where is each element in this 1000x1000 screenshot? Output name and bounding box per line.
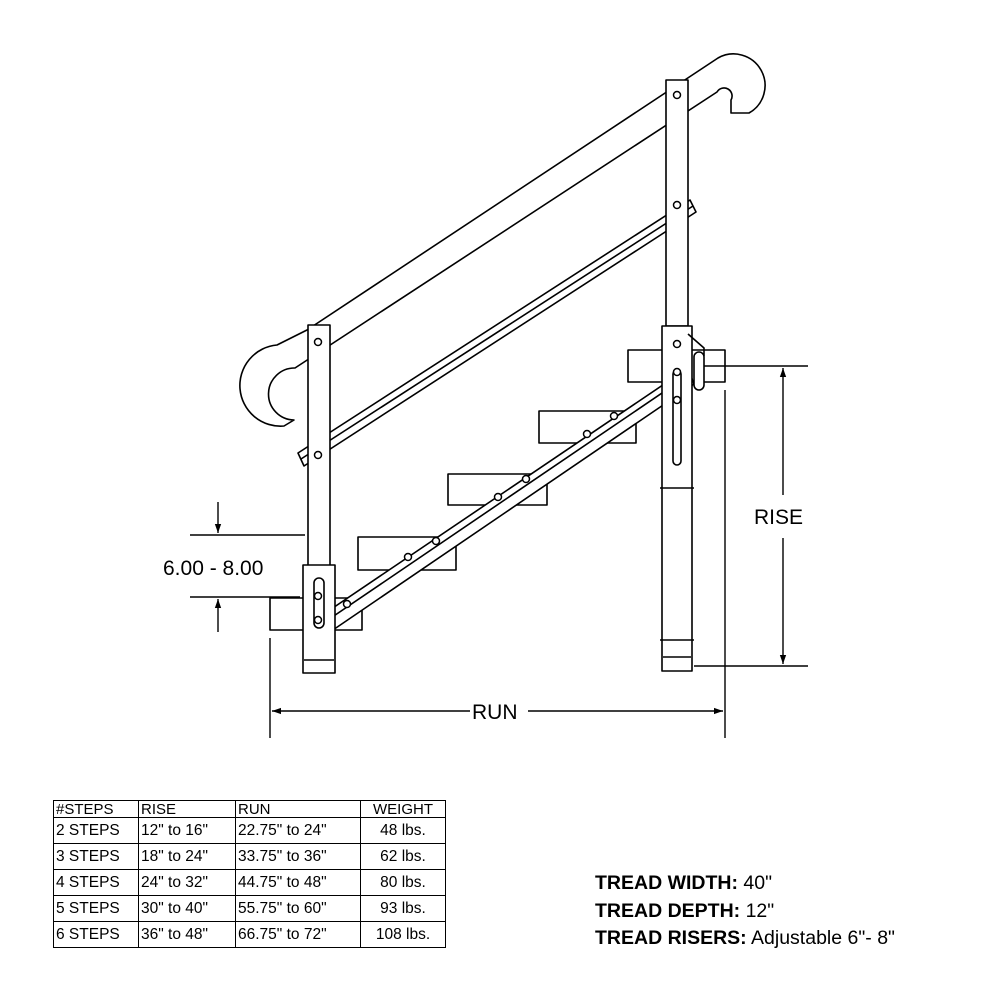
spec-tread-depth: TREAD DEPTH: 12" [595, 898, 895, 926]
spec-value: 12" [740, 899, 775, 922]
table-row: 4 STEPS 24" to 32" 44.75" to 48" 80 lbs. [53, 869, 446, 896]
spec-value: Adjustable 6"- 8" [746, 927, 895, 949]
cell-run: 44.75" to 48" [235, 869, 361, 896]
table-header-row: #STEPS RISE RUN WEIGHT [53, 800, 446, 818]
cell-rise: 12" to 16" [138, 817, 236, 844]
spec-key: TREAD RISERS: [595, 927, 747, 949]
cell-rise: 24" to 32" [138, 869, 236, 896]
cell-steps: 6 STEPS [53, 921, 139, 948]
spec-tread-risers: TREAD RISERS: Adjustable 6"- 8" [595, 925, 895, 953]
header-run: RUN [235, 800, 361, 818]
header-rise: RISE [138, 800, 236, 818]
cell-weight: 108 lbs. [360, 921, 446, 948]
cell-weight: 93 lbs. [360, 895, 446, 922]
stringer-edge [321, 373, 691, 625]
rise-label: RISE [754, 506, 803, 529]
handrail [239, 53, 766, 427]
table-row: 3 STEPS 18" to 24" 33.75" to 36" 62 lbs. [53, 843, 446, 870]
cell-run: 33.75" to 36" [235, 843, 361, 870]
cell-steps: 5 STEPS [53, 895, 139, 922]
step-height-label: 6.00 - 8.00 [163, 557, 263, 580]
cell-steps: 3 STEPS [53, 843, 139, 870]
cell-run: 66.75" to 72" [235, 921, 361, 948]
header-weight: WEIGHT [360, 800, 446, 818]
cell-weight: 48 lbs. [360, 817, 446, 844]
left-post [302, 324, 336, 674]
cell-weight: 62 lbs. [360, 843, 446, 870]
table-row: 6 STEPS 36" to 48" 66.75" to 72" 108 lbs… [53, 921, 446, 948]
cell-rise: 30" to 40" [138, 895, 236, 922]
spec-key: TREAD DEPTH: [595, 899, 741, 922]
spec-key: TREAD WIDTH: [595, 872, 738, 894]
stair-drawing: 6.00 - 8.00 RISE RUN [163, 53, 808, 738]
cell-weight: 80 lbs. [360, 869, 446, 896]
tread-specs: TREAD WIDTH: 40" TREAD DEPTH: 12" TREAD … [595, 870, 895, 953]
bolts [313, 90, 682, 625]
cell-rise: 18" to 24" [138, 843, 236, 870]
cell-steps: 2 STEPS [53, 817, 139, 844]
spec-tread-width: TREAD WIDTH: 40" [595, 870, 895, 898]
cell-run: 55.75" to 60" [235, 895, 361, 922]
right-post [660, 79, 705, 672]
step-spec-table: #STEPS RISE RUN WEIGHT 2 STEPS 12" to 16… [53, 800, 446, 948]
cell-rise: 36" to 48" [138, 921, 236, 948]
mid-rail-groove [300, 205, 694, 460]
header-steps: #STEPS [53, 800, 139, 818]
cell-steps: 4 STEPS [53, 869, 139, 896]
table-row: 2 STEPS 12" to 16" 22.75" to 24" 48 lbs. [53, 817, 446, 844]
run-label: RUN [472, 701, 518, 724]
spec-value: 40" [737, 872, 773, 894]
table-row: 5 STEPS 30" to 40" 55.75" to 60" 93 lbs. [53, 895, 446, 922]
cell-run: 22.75" to 24" [235, 817, 361, 844]
